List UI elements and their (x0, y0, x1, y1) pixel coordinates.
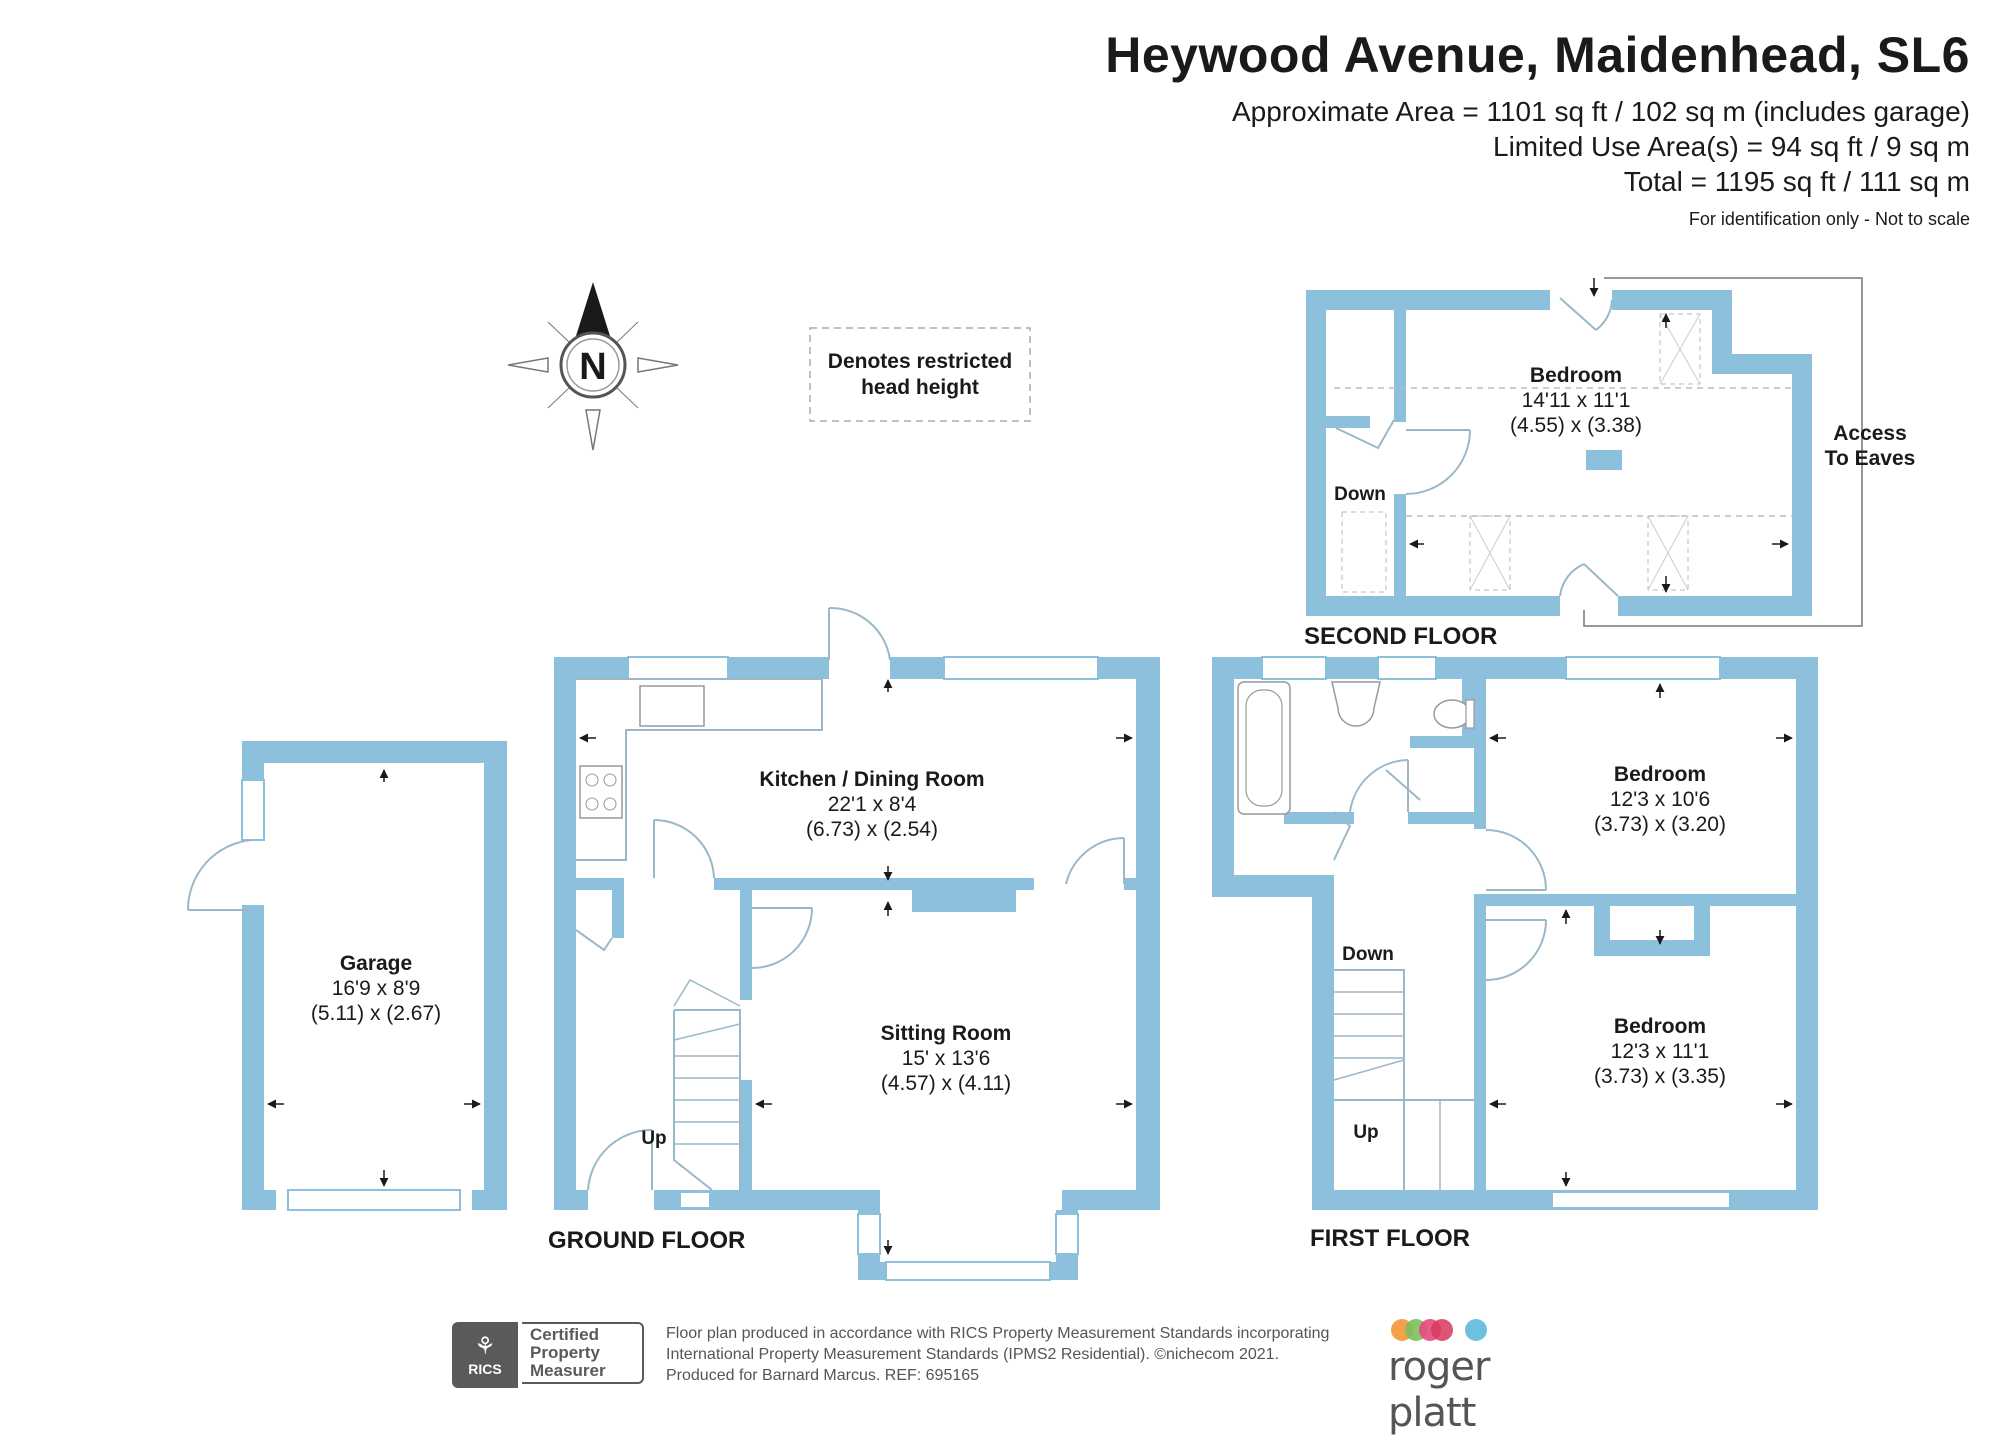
sitting-room-imperial: 15' x 13'6 (902, 1047, 991, 1070)
garage-name: Garage (340, 952, 412, 975)
scale-disclaimer: For identification only - Not to scale (1688, 209, 1970, 229)
ground-floor-label: GROUND FLOOR (548, 1227, 745, 1254)
bedroom-1-name: Bedroom (1614, 763, 1706, 786)
eaves-access-line-1: Access (1833, 422, 1907, 445)
rics-logo-icon: ⚘ RICS (452, 1322, 518, 1388)
cert-line-2: Property (530, 1343, 600, 1362)
bedroom-1-metric: (3.73) x (3.20) (1594, 813, 1726, 836)
certified-measurer-text: Certified Property Measurer (522, 1322, 644, 1384)
bedroom-2-metric: (3.73) x (3.35) (1594, 1065, 1726, 1088)
kitchen-metric: (6.73) x (2.54) (806, 818, 938, 841)
garage-imperial: 16'9 x 8'9 (332, 977, 421, 1000)
compass-letter: N (579, 346, 606, 388)
ground-stairs-up: Up (641, 1128, 666, 1149)
first-stairs-down: Down (1342, 944, 1394, 965)
agent-brand-logo: roger platt (1388, 1316, 1568, 1436)
rics-logo-text: RICS (468, 1361, 502, 1377)
first-floor-label: FIRST FLOOR (1310, 1225, 1470, 1252)
restricted-height-legend: Denotes restricted head height (809, 327, 1031, 422)
first-floor-plan: Bedroom 12'3 x 10'6 (3.73) x (3.20) Bedr… (1212, 656, 1818, 1252)
legend-line-1: Denotes restricted (828, 350, 1012, 373)
footer-notes: Floor plan produced in accordance with R… (666, 1323, 1386, 1386)
page-title: Heywood Avenue, Maidenhead, SL6 (1105, 27, 1970, 83)
garage-metric: (5.11) x (2.67) (311, 1002, 441, 1025)
second-floor-plan: Bedroom 14'11 x 11'1 (4.55) x (3.38) Dow… (1304, 277, 1916, 650)
sitting-room-metric: (4.57) x (4.11) (881, 1072, 1011, 1095)
compass-rose-icon: N (507, 282, 679, 451)
attic-bedroom-name: Bedroom (1530, 364, 1622, 387)
limited-use-area: Limited Use Area(s) = 94 sq ft / 9 sq m (1493, 131, 1970, 162)
bedroom-2-name: Bedroom (1614, 1015, 1706, 1038)
sitting-room-name: Sitting Room (881, 1022, 1012, 1045)
footer-line-2: International Property Measurement Stand… (666, 1346, 1279, 1363)
legend-line-2: head height (861, 376, 979, 399)
cert-line-1: Certified (530, 1325, 599, 1344)
kitchen-imperial: 22'1 x 8'4 (828, 793, 917, 816)
footer-line-1: Floor plan produced in accordance with R… (666, 1325, 1330, 1342)
approximate-area: Approximate Area = 1101 sq ft / 102 sq m… (1231, 96, 1970, 127)
first-stairs-up: Up (1353, 1122, 1378, 1143)
second-floor-label: SECOND FLOOR (1304, 623, 1497, 650)
eaves-access-line-2: To Eaves (1825, 447, 1916, 470)
footer-line-3: Produced for Barnard Marcus. REF: 695165 (666, 1367, 980, 1384)
cert-line-3: Measurer (530, 1361, 606, 1380)
rics-certified-badge: ⚘ RICS Certified Property Measurer (452, 1322, 650, 1388)
attic-bedroom-imperial: 14'11 x 11'1 (1522, 389, 1631, 412)
garage-plan: Garage 16'9 x 8'9 (5.11) x (2.67) (186, 741, 507, 1211)
total-area: Total = 1195 sq ft / 111 sq m (1623, 166, 1970, 197)
second-stairs-down: Down (1334, 484, 1386, 505)
kitchen-name: Kitchen / Dining Room (759, 768, 984, 791)
bedroom-2-imperial: 12'3 x 11'1 (1611, 1040, 1710, 1063)
brand-dots-icon (1391, 1319, 1487, 1341)
bedroom-1-imperial: 12'3 x 10'6 (1610, 788, 1710, 811)
brand-name: roger platt (1388, 1344, 1490, 1436)
ground-floor-plan: Kitchen / Dining Room 22'1 x 8'4 (6.73) … (548, 606, 1160, 1281)
attic-bedroom-metric: (4.55) x (3.38) (1510, 414, 1642, 437)
